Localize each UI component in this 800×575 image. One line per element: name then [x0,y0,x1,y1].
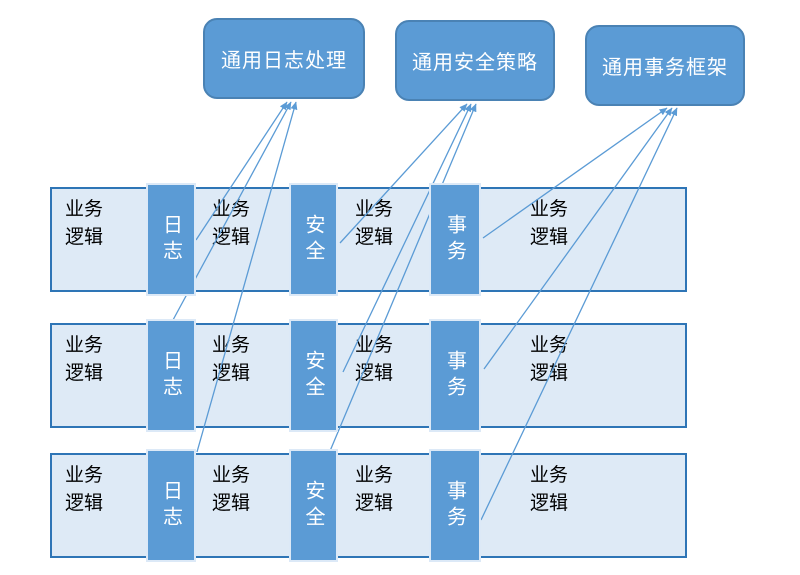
business-logic-cell: 业务逻辑 [355,199,394,248]
business-logic-cell: 业务逻辑 [530,335,569,384]
log-aspect-segment: 日志 [146,183,196,296]
common-logging-box: 通用日志处理 [203,18,365,99]
log-aspect-segment: 日志 [146,319,196,432]
business-logic-cell: 业务逻辑 [212,465,251,514]
business-logic-cell: 业务逻辑 [530,199,569,248]
business-logic-cell: 业务逻辑 [530,465,569,514]
common-security-box: 通用安全策略 [395,20,555,101]
security-aspect-segment: 安全 [289,319,338,432]
business-logic-cell: 业务逻辑 [355,335,394,384]
common-transaction-box: 通用事务框架 [585,25,745,106]
business-logic-cell: 业务逻辑 [212,335,251,384]
business-logic-cell: 业务逻辑 [65,335,104,384]
transaction-aspect-segment: 事务 [429,319,481,432]
business-logic-cell: 业务逻辑 [212,199,251,248]
security-aspect-segment: 安全 [289,183,338,296]
business-logic-cell: 业务逻辑 [65,199,104,248]
business-logic-cell: 业务逻辑 [355,465,394,514]
transaction-aspect-segment: 事务 [429,449,481,562]
log-aspect-segment: 日志 [146,449,196,562]
security-aspect-segment: 安全 [289,449,338,562]
business-logic-cell: 业务逻辑 [65,465,104,514]
transaction-aspect-segment: 事务 [429,183,481,296]
